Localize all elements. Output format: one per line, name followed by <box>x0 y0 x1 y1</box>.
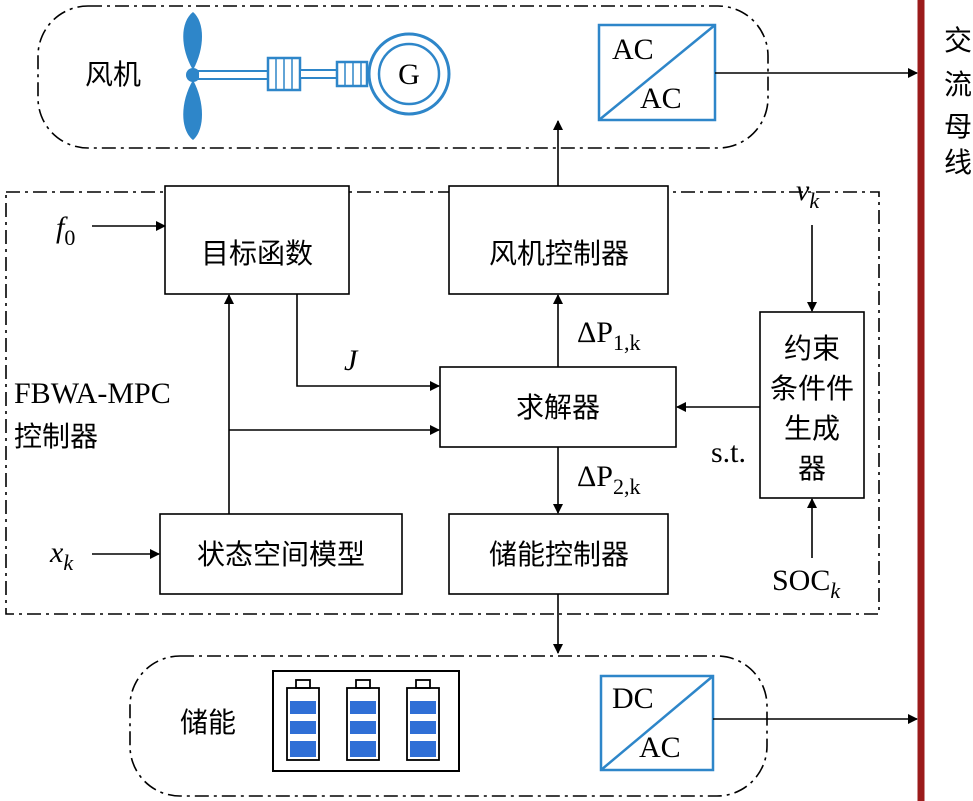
wind-controller-block <box>448 185 669 295</box>
objective-function-block <box>164 185 350 295</box>
j-label: J <box>344 344 359 377</box>
state-space-model-block <box>159 513 403 595</box>
f0-label: f0 <box>56 211 75 250</box>
storage-controller-block <box>448 513 669 595</box>
xk-label: xk <box>49 536 74 575</box>
svg-text:线: 线 <box>944 146 972 179</box>
soc-label: SOCk <box>772 564 841 603</box>
controller-boundary <box>5 191 880 615</box>
controller-label-line1: FBWA-MPC <box>14 377 171 410</box>
storage-group-label: 储能 <box>180 706 236 739</box>
battery-icon <box>346 679 380 761</box>
vk-label: vk <box>796 174 820 213</box>
wind-turbine-icon: G <box>183 12 451 140</box>
solver-block <box>439 366 677 448</box>
j-arrow <box>296 294 440 391</box>
storage-group-boundary <box>129 655 768 797</box>
wind-controller-label: 风机控制器 <box>489 237 629 270</box>
battery-icon <box>286 679 320 761</box>
storage-controller-label: 储能控制器 <box>489 538 629 571</box>
dp1-label: ΔP1,k <box>577 316 640 355</box>
battery-pack-icon <box>272 670 460 772</box>
svg-text:AC: AC <box>639 731 681 764</box>
svg-text:DC: DC <box>612 682 654 715</box>
dc-ac-converter: DC AC <box>599 674 715 772</box>
svg-text:AC: AC <box>640 82 682 115</box>
st-label: s.t. <box>711 436 746 469</box>
svg-text:母: 母 <box>944 110 972 143</box>
ac-bus-label: 交 流 母 线 <box>944 24 972 179</box>
ac-ac-converter: AC AC <box>597 23 717 122</box>
svg-text:约束: 约束 <box>784 332 840 365</box>
dp2-label: ΔP2,k <box>577 460 640 499</box>
objective-function-label: 目标函数 <box>201 237 313 270</box>
svg-text:交: 交 <box>944 24 972 57</box>
solver-label: 求解器 <box>516 391 600 424</box>
svg-text:生成: 生成 <box>784 412 840 445</box>
svg-text:条件件: 条件件 <box>770 372 854 405</box>
wind-group-label: 风机 <box>85 58 141 91</box>
controller-label-line2: 控制器 <box>14 420 98 453</box>
svg-text:流: 流 <box>944 68 972 101</box>
generator-label: G <box>398 58 420 91</box>
wind-group-boundary <box>37 5 769 149</box>
battery-icon <box>406 679 440 761</box>
constraint-generator-label: 约束 条件件 生成 器 <box>770 332 854 485</box>
state-space-model-label: 状态空间模型 <box>197 538 365 571</box>
svg-text:器: 器 <box>798 452 826 485</box>
svg-text:AC: AC <box>612 33 654 66</box>
